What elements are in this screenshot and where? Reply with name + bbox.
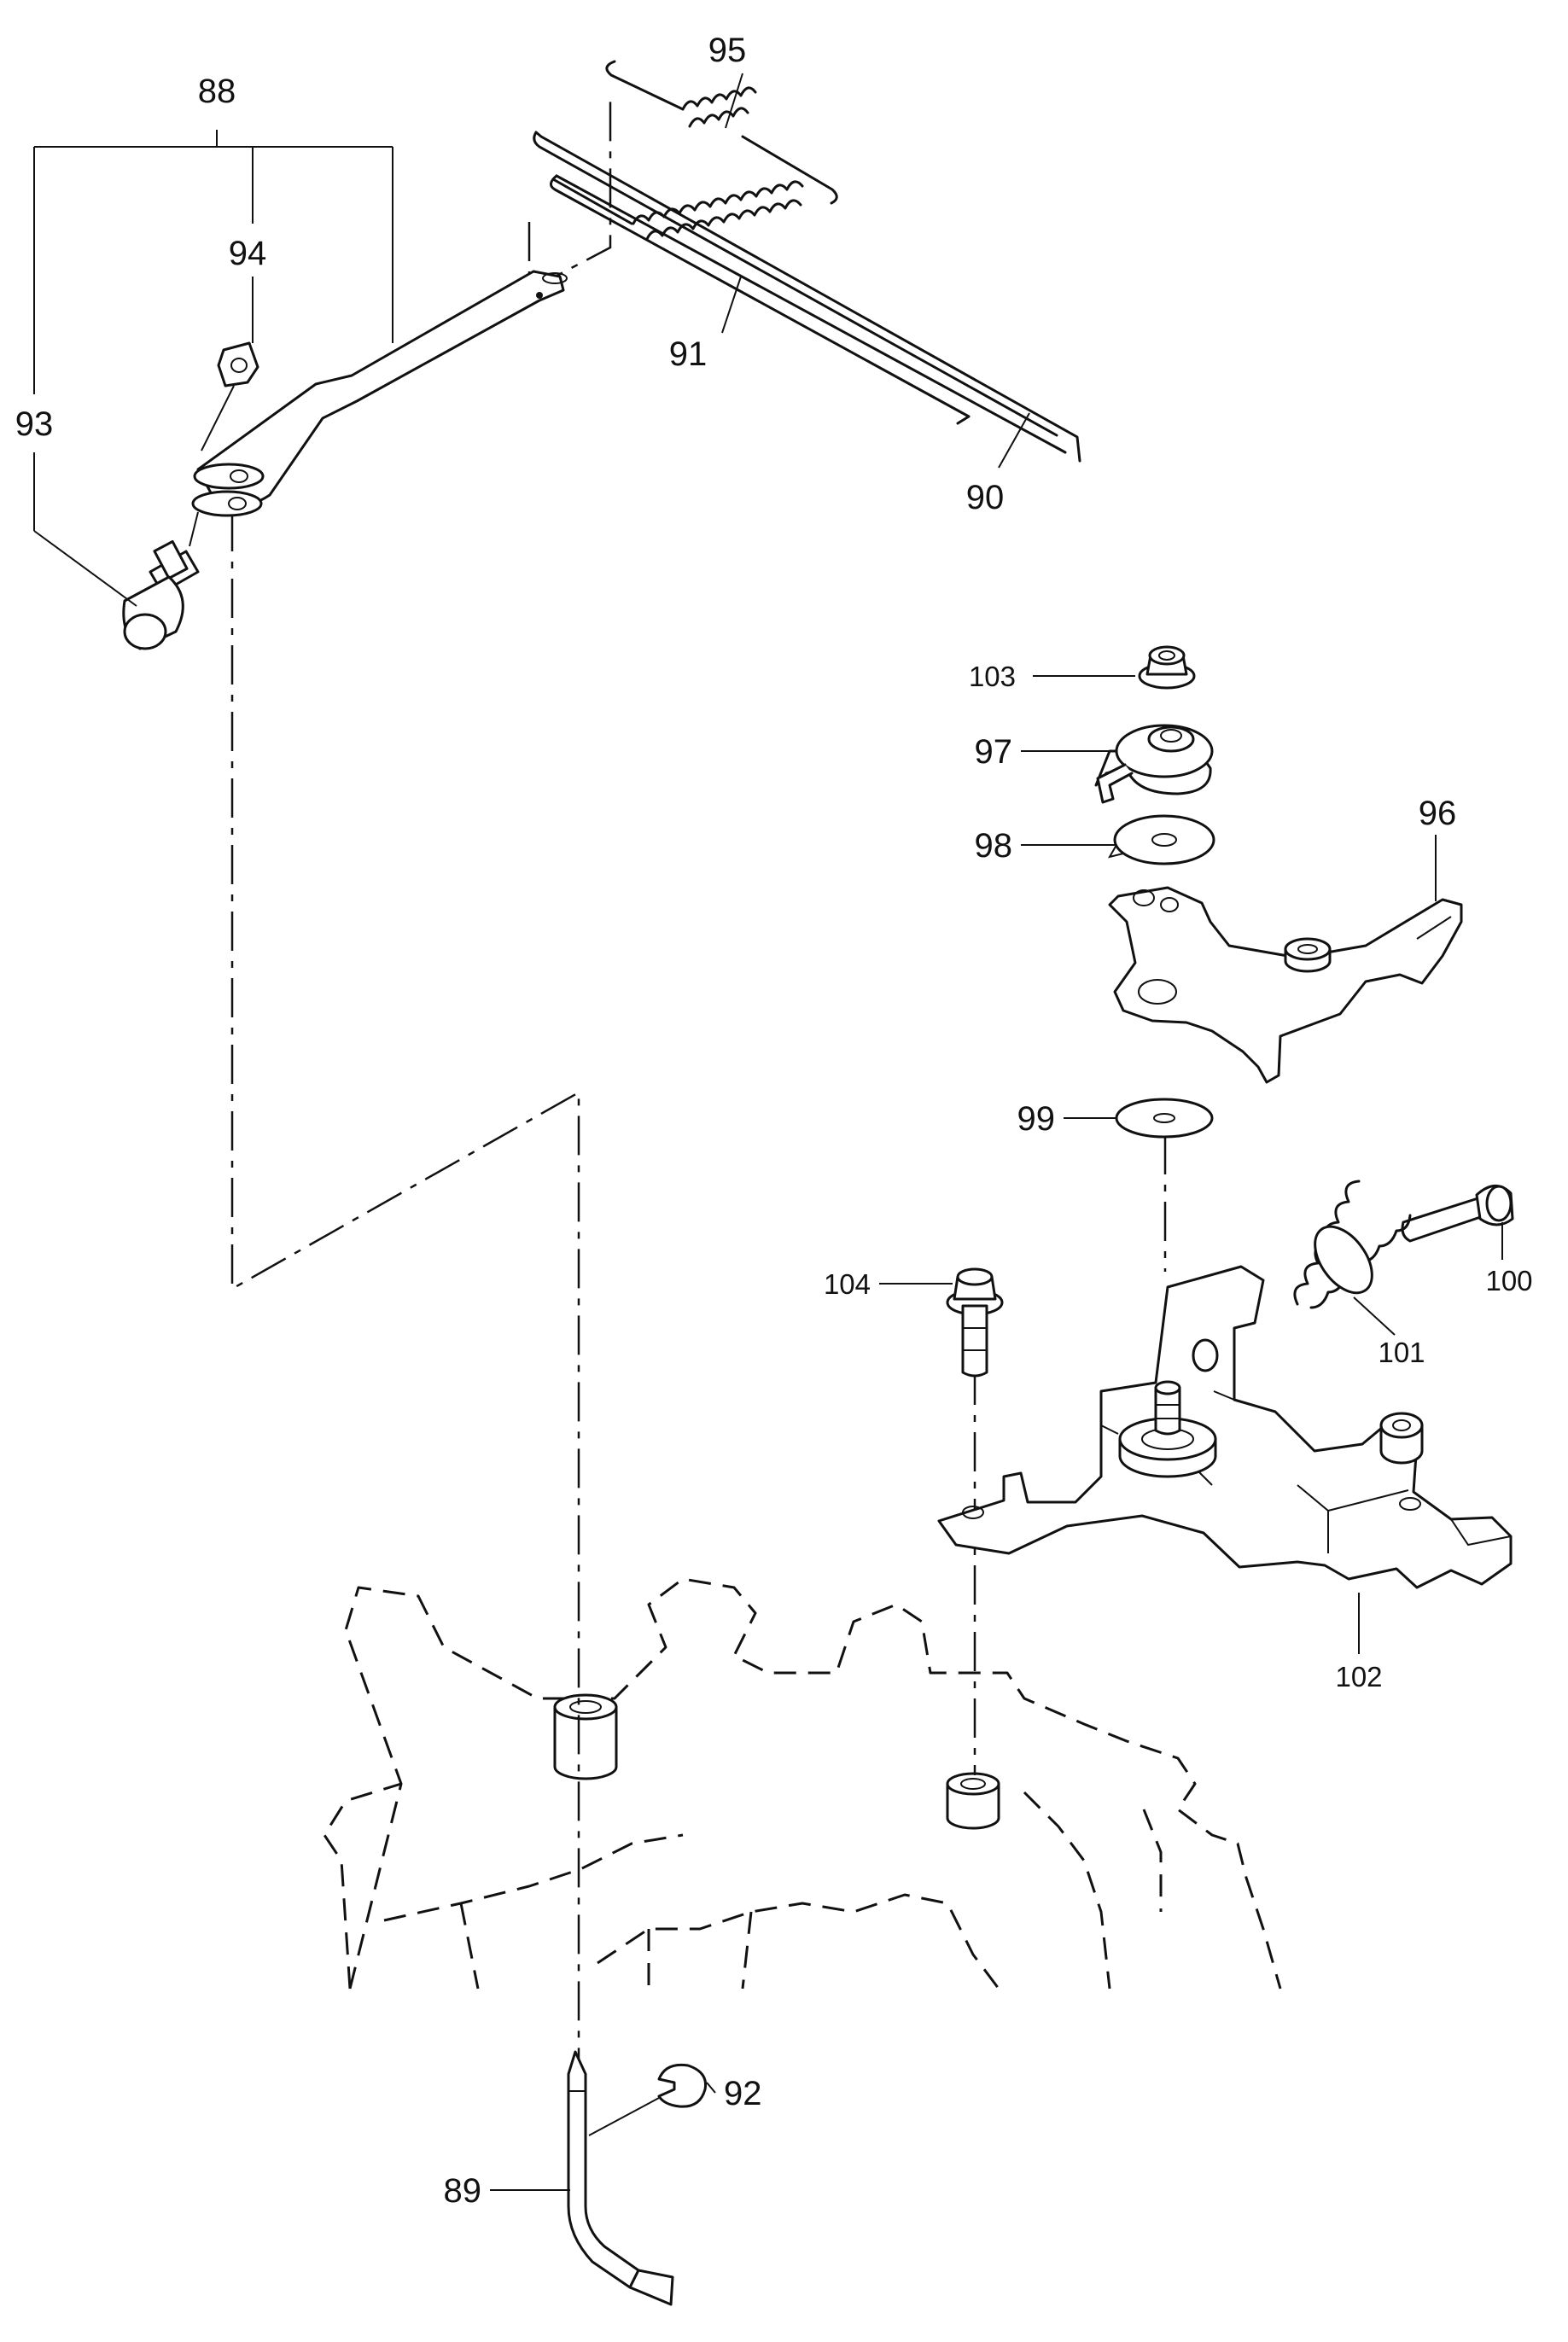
control-lever — [1108, 886, 1463, 1084]
compression-spring — [1293, 1180, 1412, 1309]
control-bracket — [937, 1265, 1513, 1589]
callout-93: 93 — [15, 405, 54, 443]
governor-lever — [191, 270, 568, 517]
housing-boss-right — [946, 1772, 1000, 1830]
plain-washer — [1115, 1098, 1214, 1139]
callout-88: 88 — [198, 73, 236, 110]
callout-94: 94 — [229, 235, 267, 272]
governor-rod — [533, 131, 1081, 463]
callout-100: 100 — [1485, 1265, 1532, 1296]
e-clip — [588, 2063, 708, 2136]
callout-90: 90 — [966, 479, 1005, 516]
return-spring — [605, 60, 838, 205]
friction-washer — [1107, 814, 1215, 865]
callout-102: 102 — [1335, 1661, 1382, 1692]
callout-99: 99 — [1017, 1100, 1056, 1138]
housing-boss-left — [553, 1693, 618, 1780]
callout-98: 98 — [975, 827, 1013, 865]
callout-95: 95 — [708, 32, 747, 69]
callout-92: 92 — [724, 2075, 762, 2112]
callout-103: 103 — [969, 661, 1016, 692]
flange-nut — [1138, 645, 1196, 690]
assembly-centerlines — [230, 94, 1167, 2065]
throttle-cam — [1094, 724, 1214, 804]
governor-shaft — [567, 2050, 674, 2306]
leader-lines — [33, 73, 1503, 2191]
callout-89: 89 — [444, 2172, 482, 2210]
callout-104: 104 — [824, 1268, 871, 1300]
engine-housing-outline — [323, 1577, 1282, 1990]
nut — [201, 341, 259, 452]
callout-91: 91 — [669, 335, 708, 373]
callout-labels: 88 94 93 95 91 90 103 97 98 96 99 100 10… — [15, 32, 1533, 2210]
pivot-pin — [1401, 1185, 1514, 1243]
governor-spring — [551, 178, 804, 241]
flange-bolt — [946, 1267, 1004, 1378]
clamp-bolt — [122, 511, 200, 650]
callout-101: 101 — [1378, 1337, 1425, 1368]
callout-96: 96 — [1419, 795, 1457, 832]
callout-97: 97 — [975, 733, 1013, 771]
